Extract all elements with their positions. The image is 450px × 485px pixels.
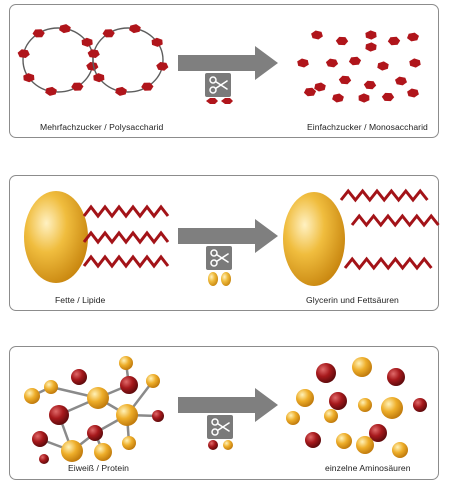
free-fatty-acid-chain	[339, 188, 429, 203]
sugar-unit	[23, 73, 35, 83]
free-amino-acids	[286, 357, 427, 458]
glycerol-fatty-acid-label: Glycerin und Fettsäuren	[306, 295, 399, 305]
fatty-acid-chain	[82, 204, 170, 219]
sugar-unit	[129, 24, 141, 34]
fatty-acid-chain	[82, 254, 170, 269]
scissors-icon	[207, 415, 233, 439]
sugar-unit	[151, 37, 163, 47]
bound-fatty-acid-chains	[82, 204, 170, 269]
fatty-acid-chain	[82, 230, 170, 245]
monosaccharide-unit	[363, 80, 377, 90]
sugar-unit	[141, 82, 154, 91]
free-fatty-acid-chain	[343, 256, 433, 271]
monosaccharide-cluster	[297, 30, 421, 103]
monosaccharide-unit	[325, 58, 339, 68]
monosaccharide-unit	[365, 42, 377, 52]
cut-sugar-pieces	[206, 98, 233, 104]
monosaccharide-unit	[365, 30, 377, 40]
scissors-icon	[206, 246, 232, 270]
monosaccharide-label: Einfachzucker / Monosaccharid	[307, 122, 428, 132]
sugar-unit	[45, 86, 57, 96]
sugar-unit	[102, 29, 115, 38]
monosaccharide-unit	[407, 32, 419, 42]
panel-protein: Eiweiß / Protein einzelne Aminosäuren	[9, 346, 439, 480]
sugar-unit	[59, 24, 71, 34]
sugar-unit	[115, 86, 127, 96]
polysaccharide-diagram	[17, 24, 421, 104]
cut-amino-pieces	[208, 440, 233, 450]
free-fatty-acid-chain	[350, 213, 440, 228]
monosaccharide-unit	[335, 36, 349, 46]
sugar-unit	[17, 49, 30, 58]
sugar-unit	[87, 49, 100, 58]
right-arrow-icon	[178, 219, 278, 253]
sugar-unit	[32, 29, 45, 38]
free-glycerol-molecule	[283, 192, 345, 286]
monosaccharide-unit	[338, 75, 352, 85]
monosaccharide-unit	[314, 82, 326, 92]
monosaccharide-unit	[395, 76, 407, 86]
panel-lipids: Fette / Lipide Glycerin und Fettsäuren	[9, 175, 440, 311]
monosaccharide-unit	[311, 30, 323, 40]
panel-polysaccharide: Mehrfachzucker / Polysaccharid Einfachzu…	[9, 4, 439, 138]
scissors-icon	[205, 73, 231, 97]
sugar-unit	[86, 62, 99, 71]
sugar-unit	[81, 37, 93, 47]
lipid-diagram	[24, 188, 440, 286]
monosaccharide-unit	[297, 58, 309, 68]
right-arrow-icon	[178, 46, 278, 80]
protein-label: Eiweiß / Protein	[68, 463, 129, 473]
free-fatty-acid-chains	[339, 188, 440, 271]
protein-diagram	[24, 356, 427, 464]
monosaccharide-unit	[381, 92, 395, 102]
polysaccharide-label: Mehrfachzucker / Polysaccharid	[40, 122, 164, 132]
sugar-unit	[93, 73, 105, 83]
sugar-unit	[156, 62, 169, 71]
monosaccharide-unit	[409, 58, 421, 68]
monosaccharide-unit	[332, 93, 344, 103]
monosaccharide-unit	[348, 56, 362, 66]
monosaccharide-unit	[377, 61, 389, 71]
monosaccharide-unit	[303, 87, 317, 97]
lipid-label: Fette / Lipide	[55, 295, 106, 305]
polysaccharide-chain	[17, 24, 169, 96]
protein-amino-acids	[24, 356, 164, 464]
cut-fat-pieces	[208, 272, 231, 286]
monosaccharide-unit	[407, 88, 419, 98]
glycerol-molecule	[24, 191, 88, 283]
right-arrow-icon	[178, 388, 278, 422]
monosaccharide-unit	[358, 93, 370, 103]
sugar-unit	[71, 82, 84, 91]
amino-acids-label: einzelne Aminosäuren	[325, 463, 411, 473]
monosaccharide-unit	[387, 36, 401, 46]
